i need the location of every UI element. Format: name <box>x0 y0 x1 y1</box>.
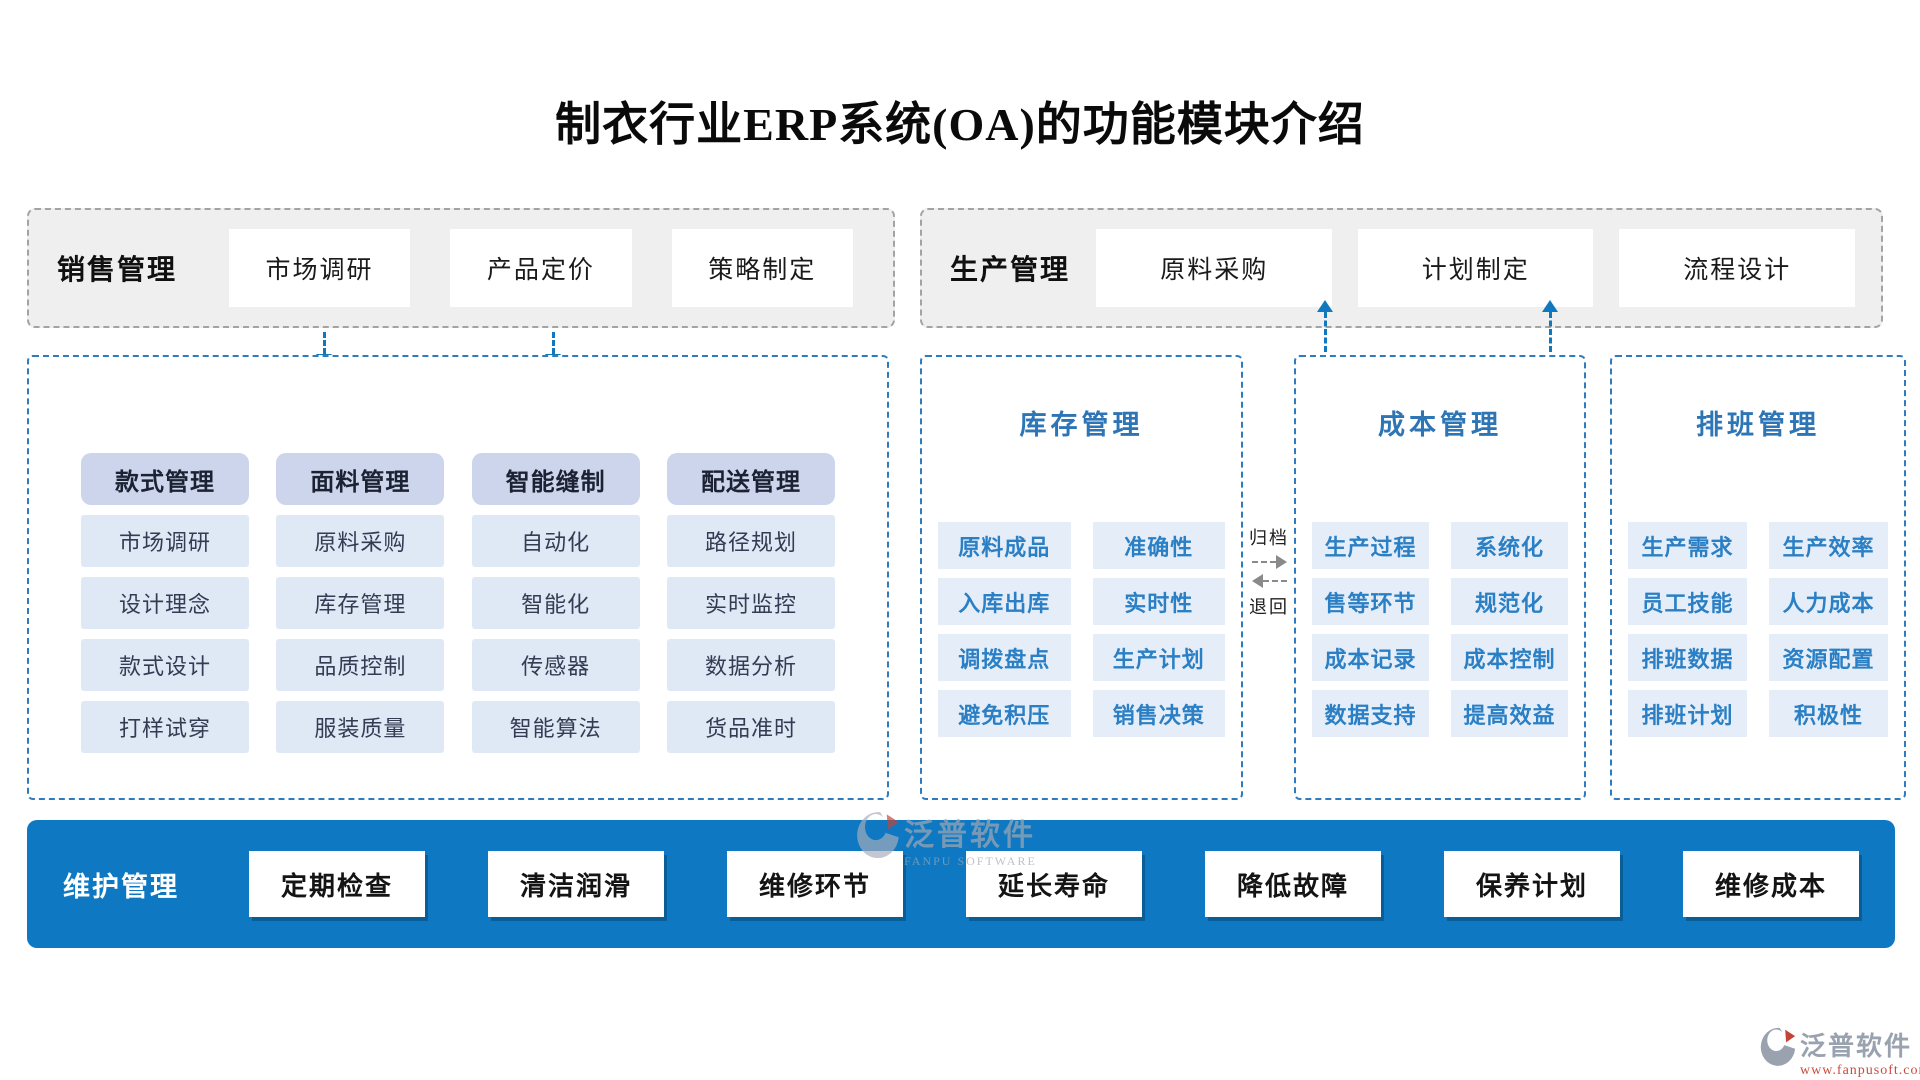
panel-item: 销售决策 <box>1092 690 1225 737</box>
production-item-plan-making: 计划制定 <box>1357 229 1594 307</box>
production-item-material-purchase: 原料采购 <box>1096 229 1332 307</box>
panel-item: 数据支持 <box>1312 690 1429 737</box>
panel-item: 生产计划 <box>1092 634 1225 681</box>
column-item: 原料采购 <box>276 515 445 567</box>
production-item-process-design: 流程设计 <box>1619 229 1855 307</box>
panel-item: 系统化 <box>1451 522 1568 569</box>
panel-item: 规范化 <box>1451 578 1568 625</box>
panel-item: 成本控制 <box>1451 634 1568 681</box>
fanpu-logo-icon <box>1760 1027 1796 1066</box>
panel-item: 原料成品 <box>938 522 1071 569</box>
maintenance-item: 降低故障 <box>1205 851 1381 917</box>
corner-watermark: 泛普软件 www.fanpusoft.com <box>1760 1026 1920 1079</box>
panel-item: 售等环节 <box>1312 578 1429 625</box>
column-smart-sewing: 智能缝制 自动化 智能化 传感器 智能算法 <box>471 453 640 762</box>
panel-item: 提高效益 <box>1451 690 1568 737</box>
column-item: 服装质量 <box>276 701 445 753</box>
panel-item: 入库出库 <box>938 578 1071 625</box>
production-group-label: 生产管理 <box>950 255 1071 286</box>
inventory-management-panel: 库存管理 原料成品 准确性 入库出库 实时性 调拨盘点 生产计划 避免积压 销售… <box>920 355 1243 800</box>
production-management-group: 生产管理 原料采购 计划制定 流程设计 <box>920 208 1883 328</box>
panel-item: 员工技能 <box>1628 578 1747 625</box>
return-label: 退回 <box>1249 597 1289 617</box>
column-fabric-management: 面料管理 原料采购 库存管理 品质控制 服装质量 <box>276 453 445 762</box>
panel-title: 成本管理 <box>1378 410 1502 440</box>
column-header: 面料管理 <box>276 453 445 505</box>
panel-grid: 生产需求 生产效率 员工技能 人力成本 排班数据 资源配置 排班计划 积极性 <box>1612 522 1904 737</box>
panel-item: 准确性 <box>1092 522 1225 569</box>
column-delivery-management: 配送管理 路径规划 实时监控 数据分析 货品准时 <box>666 453 835 762</box>
panel-item: 生产效率 <box>1769 522 1888 569</box>
sales-item-product-pricing: 产品定价 <box>450 229 632 307</box>
maintenance-item: 清洁润滑 <box>488 851 664 917</box>
panel-item: 避免积压 <box>938 690 1071 737</box>
panel-item: 资源配置 <box>1769 634 1888 681</box>
archive-label: 归档 <box>1249 528 1289 548</box>
watermark-brand: 泛普软件 <box>1800 1032 1913 1061</box>
archive-return-connector: 归档 退回 <box>1241 524 1297 619</box>
watermark-url: www.fanpusoft.com <box>1800 1063 1920 1078</box>
sales-item-strategy: 策略制定 <box>671 229 853 307</box>
page-title: 制衣行业ERP系统(OA)的功能模块介绍 <box>555 99 1365 150</box>
column-style-management: 款式管理 市场调研 设计理念 款式设计 打样试穿 <box>81 453 249 762</box>
cost-management-panel: 成本管理 生产过程 系统化 售等环节 规范化 成本记录 成本控制 数据支持 提高… <box>1294 355 1586 800</box>
panel-item: 生产过程 <box>1312 522 1429 569</box>
column-item: 货品准时 <box>666 701 835 753</box>
column-item: 智能化 <box>471 577 640 629</box>
panel-item: 排班计划 <box>1628 690 1747 737</box>
column-item: 数据分析 <box>666 639 835 691</box>
column-header: 智能缝制 <box>471 453 640 505</box>
column-item: 设计理念 <box>81 577 249 629</box>
column-item: 传感器 <box>471 639 640 691</box>
flow-arrow-up-icon <box>1317 300 1333 352</box>
column-item: 智能算法 <box>471 701 640 753</box>
panel-item: 人力成本 <box>1769 578 1888 625</box>
maintenance-bar-label: 维护管理 <box>63 871 179 902</box>
column-item: 自动化 <box>471 515 640 567</box>
panel-item: 积极性 <box>1769 690 1888 737</box>
arrow-right-icon <box>1251 555 1287 569</box>
panel-item: 调拨盘点 <box>938 634 1071 681</box>
maintenance-item: 维修环节 <box>727 851 903 917</box>
panel-grid: 原料成品 准确性 入库出库 实时性 调拨盘点 生产计划 避免积压 销售决策 <box>922 522 1241 737</box>
sales-group-label: 销售管理 <box>57 255 178 286</box>
scheduling-management-panel: 排班管理 生产需求 生产效率 员工技能 人力成本 排班数据 资源配置 排班计划 … <box>1610 355 1906 800</box>
fanpu-logo-icon <box>857 812 899 858</box>
maintenance-item: 定期检查 <box>249 851 425 917</box>
arrow-left-icon <box>1251 574 1287 588</box>
core-modules-panel: 款式管理 市场调研 设计理念 款式设计 打样试穿 面料管理 原料采购 库存管理 … <box>27 355 889 800</box>
watermark-texts: 泛普软件 FANPU SOFTWARE <box>904 810 1037 869</box>
panel-title: 库存管理 <box>1019 410 1144 440</box>
column-header: 配送管理 <box>666 453 835 505</box>
maintenance-bar-items: 定期检查 清洁润滑 维修环节 延长寿命 降低故障 保养计划 维修成本 <box>249 851 1859 917</box>
sales-management-group: 销售管理 市场调研 产品定价 策略制定 <box>27 208 895 328</box>
column-item: 款式设计 <box>81 639 249 691</box>
maintenance-item: 保养计划 <box>1444 851 1620 917</box>
panel-item: 排班数据 <box>1628 634 1747 681</box>
flow-arrow-up-icon <box>1542 300 1558 352</box>
watermark-texts: 泛普软件 www.fanpusoft.com <box>1800 1026 1920 1079</box>
column-item: 库存管理 <box>276 577 445 629</box>
maintenance-item: 维修成本 <box>1683 851 1859 917</box>
maintenance-management-bar: 维护管理 定期检查 清洁润滑 维修环节 延长寿命 降低故障 保养计划 维修成本 <box>27 820 1895 948</box>
watermark-brand: 泛普软件 <box>904 819 1036 852</box>
sales-item-market-research: 市场调研 <box>228 229 411 307</box>
panel-item: 实时性 <box>1092 578 1225 625</box>
column-item: 市场调研 <box>81 515 249 567</box>
panel-grid: 生产过程 系统化 售等环节 规范化 成本记录 成本控制 数据支持 提高效益 <box>1296 522 1584 737</box>
panel-item: 生产需求 <box>1628 522 1747 569</box>
column-item: 打样试穿 <box>81 701 249 753</box>
panel-title: 排班管理 <box>1696 410 1820 440</box>
maintenance-item: 延长寿命 <box>966 851 1142 917</box>
column-item: 路径规划 <box>666 515 835 567</box>
column-item: 品质控制 <box>276 639 445 691</box>
panel-item: 成本记录 <box>1312 634 1429 681</box>
column-header: 款式管理 <box>81 453 249 505</box>
watermark-subtitle: FANPU SOFTWARE <box>904 854 1037 868</box>
center-watermark: 泛普软件 FANPU SOFTWARE <box>856 810 1037 869</box>
column-item: 实时监控 <box>666 577 835 629</box>
